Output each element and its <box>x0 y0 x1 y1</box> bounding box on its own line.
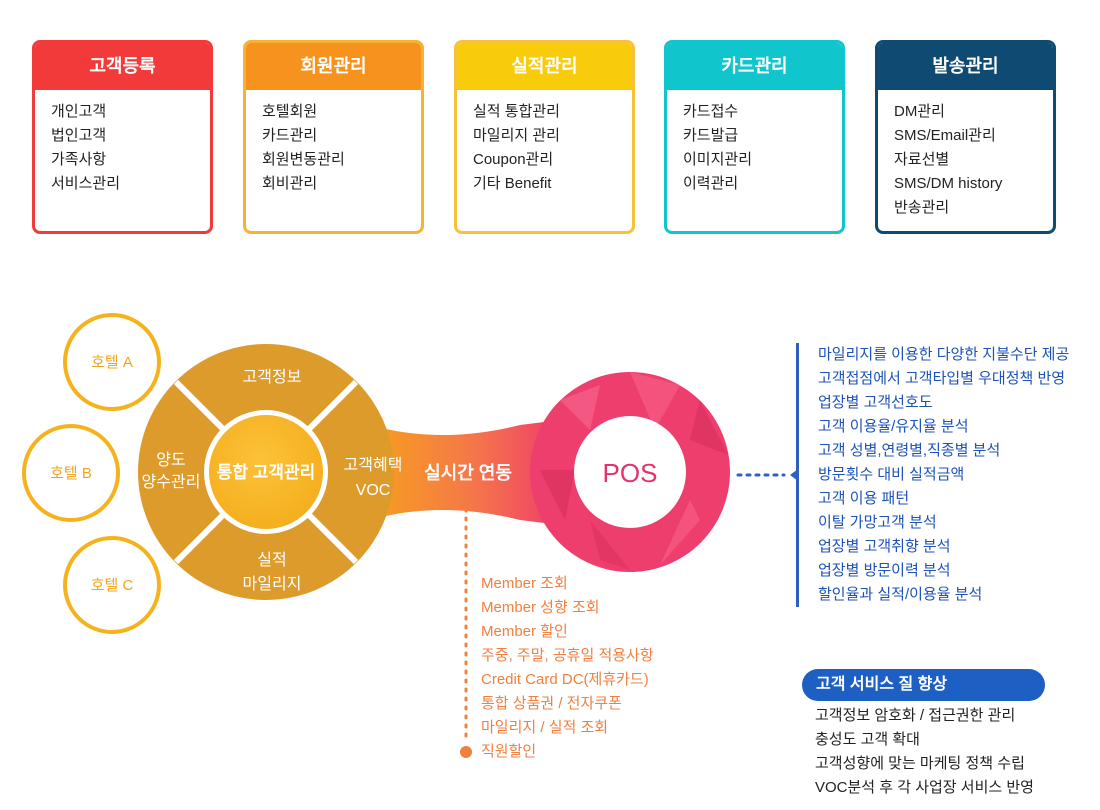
list-item: Credit Card DC(제휴카드) <box>481 671 649 688</box>
service-quality-title: 고객 서비스 질 향상 <box>802 669 1045 701</box>
card-title: 실적관리 <box>457 43 632 90</box>
card-item: 이미지관리 <box>683 151 753 168</box>
hotel-c-label: 호텔 C <box>91 577 134 594</box>
wheel-left-label-2: 양수관리 <box>142 473 201 491</box>
card-item: 회비관리 <box>262 175 318 192</box>
card-item: 카드관리 <box>262 127 318 144</box>
list-item: 고객 이용율/유지율 분석 <box>818 418 969 435</box>
card-customer-registration: 고객등록 개인고객 법인고객 가족사항 서비스관리 <box>32 40 213 234</box>
card-item: 이력관리 <box>683 175 739 192</box>
card-item: 자료선별 <box>894 151 950 168</box>
list-item: Member 조회 <box>481 575 568 592</box>
card-item: SMS/Email관리 <box>894 127 996 144</box>
card-dispatch-management: 발송관리 DM관리 SMS/Email관리 자료선별 SMS/DM histor… <box>875 40 1056 234</box>
hotel-c-circle <box>63 536 161 634</box>
card-member-management: 회원관리 호텔회원 카드관리 회원변동관리 회비관리 <box>243 40 424 234</box>
list-item: 고객 성별,연령별,직종별 분석 <box>818 442 1001 459</box>
bridge-label: 실시간 연동 <box>424 463 512 483</box>
card-item: 서비스관리 <box>51 175 121 192</box>
hotel-b-label: 호텔 B <box>50 465 92 482</box>
card-title: 카드관리 <box>667 43 842 90</box>
card-item: 기타 Benefit <box>473 175 552 192</box>
list-item: Member 성향 조회 <box>481 599 600 616</box>
hotel-b-circle <box>22 424 120 522</box>
card-title: 회원관리 <box>246 43 421 90</box>
realtime-bridge <box>370 420 560 525</box>
card-item: SMS/DM history <box>894 175 1003 192</box>
hotel-a-circle <box>63 313 161 411</box>
card-item: 개인고객 <box>51 103 107 120</box>
pos-center <box>574 416 686 528</box>
card-title: 고객등록 <box>35 43 210 90</box>
member-connector-dot <box>460 746 472 758</box>
list-item: 할인율과 실적/이용율 분석 <box>818 586 983 603</box>
pos-ring-facets <box>540 372 728 570</box>
card-item: 호텔회원 <box>262 103 318 120</box>
wheel-bottom-label-1: 실적 <box>257 551 286 569</box>
card-item: 가족사항 <box>51 151 107 168</box>
card-item: Coupon관리 <box>473 151 554 168</box>
card-item: 실적 통합관리 <box>473 103 560 120</box>
list-item: 마일리지 / 실적 조회 <box>481 719 609 736</box>
list-item: 방문횟수 대비 실적금액 <box>818 466 965 483</box>
pos-feature-list: 마일리지를 이용한 다양한 지불수단 제공 고객접점에서 고객타입별 우대정책 … <box>796 343 1069 607</box>
card-item: DM관리 <box>894 103 945 120</box>
list-item: 마일리지를 이용한 다양한 지불수단 제공 <box>818 346 1070 363</box>
list-item: 이탈 가망고객 분석 <box>818 514 937 531</box>
list-item: 업장별 고객취향 분석 <box>818 538 951 555</box>
list-item: 고객성향에 맞는 마케팅 정책 수립 <box>815 755 1025 772</box>
card-performance-management: 실적관리 실적 통합관리 마일리지 관리 Coupon관리 기타 Benefit <box>454 40 635 234</box>
card-item: 법인고객 <box>51 127 107 144</box>
wheel-top-label: 고객정보 <box>243 368 302 386</box>
pos-label: POS <box>603 458 658 488</box>
list-item: 고객정보 암호화 / 접근권한 관리 <box>815 707 1016 724</box>
wheel-right-label-1: 고객혜택 <box>344 456 403 474</box>
card-item: 카드발급 <box>683 127 739 144</box>
list-item: 직원할인 <box>481 743 537 760</box>
wheel-center-label: 통합 고객관리 <box>217 462 316 482</box>
wheel-bottom-label-2: 마일리지 <box>243 575 302 593</box>
list-item: 통합 상품권 / 전자쿠폰 <box>481 695 622 712</box>
list-item: 업장별 방문이력 분석 <box>818 562 951 579</box>
list-item: 고객접점에서 고객타입별 우대정책 반영 <box>818 370 1066 387</box>
wheel-right-label-2: VOC <box>356 482 391 499</box>
card-item: 반송관리 <box>894 199 950 216</box>
member-feature-list: Member 조회 Member 성향 조회 Member 할인 주중, 주말,… <box>481 572 654 764</box>
list-item: VOC분석 후 각 사업장 서비스 반영 <box>815 779 1034 796</box>
wheel-center <box>209 415 323 529</box>
service-quality-list: 고객정보 암호화 / 접근권한 관리 충성도 고객 확대 고객성향에 맞는 마케… <box>815 704 1034 800</box>
card-card-management: 카드관리 카드접수 카드발급 이미지관리 이력관리 <box>664 40 845 234</box>
list-item: 충성도 고객 확대 <box>815 731 920 748</box>
card-item: 마일리지 관리 <box>473 127 560 144</box>
card-item: 카드접수 <box>683 103 739 120</box>
list-item: 고객 이용 패턴 <box>818 490 910 507</box>
list-item: 업장별 고객선호도 <box>818 394 933 411</box>
card-title: 발송관리 <box>878 43 1053 90</box>
card-item: 회원변동관리 <box>262 151 345 168</box>
wheel-left-label-1: 양도 <box>156 451 185 469</box>
hotel-a-label: 호텔 A <box>91 354 133 371</box>
list-item: Member 할인 <box>481 623 568 640</box>
list-item: 주중, 주말, 공휴일 적용사항 <box>481 647 654 664</box>
